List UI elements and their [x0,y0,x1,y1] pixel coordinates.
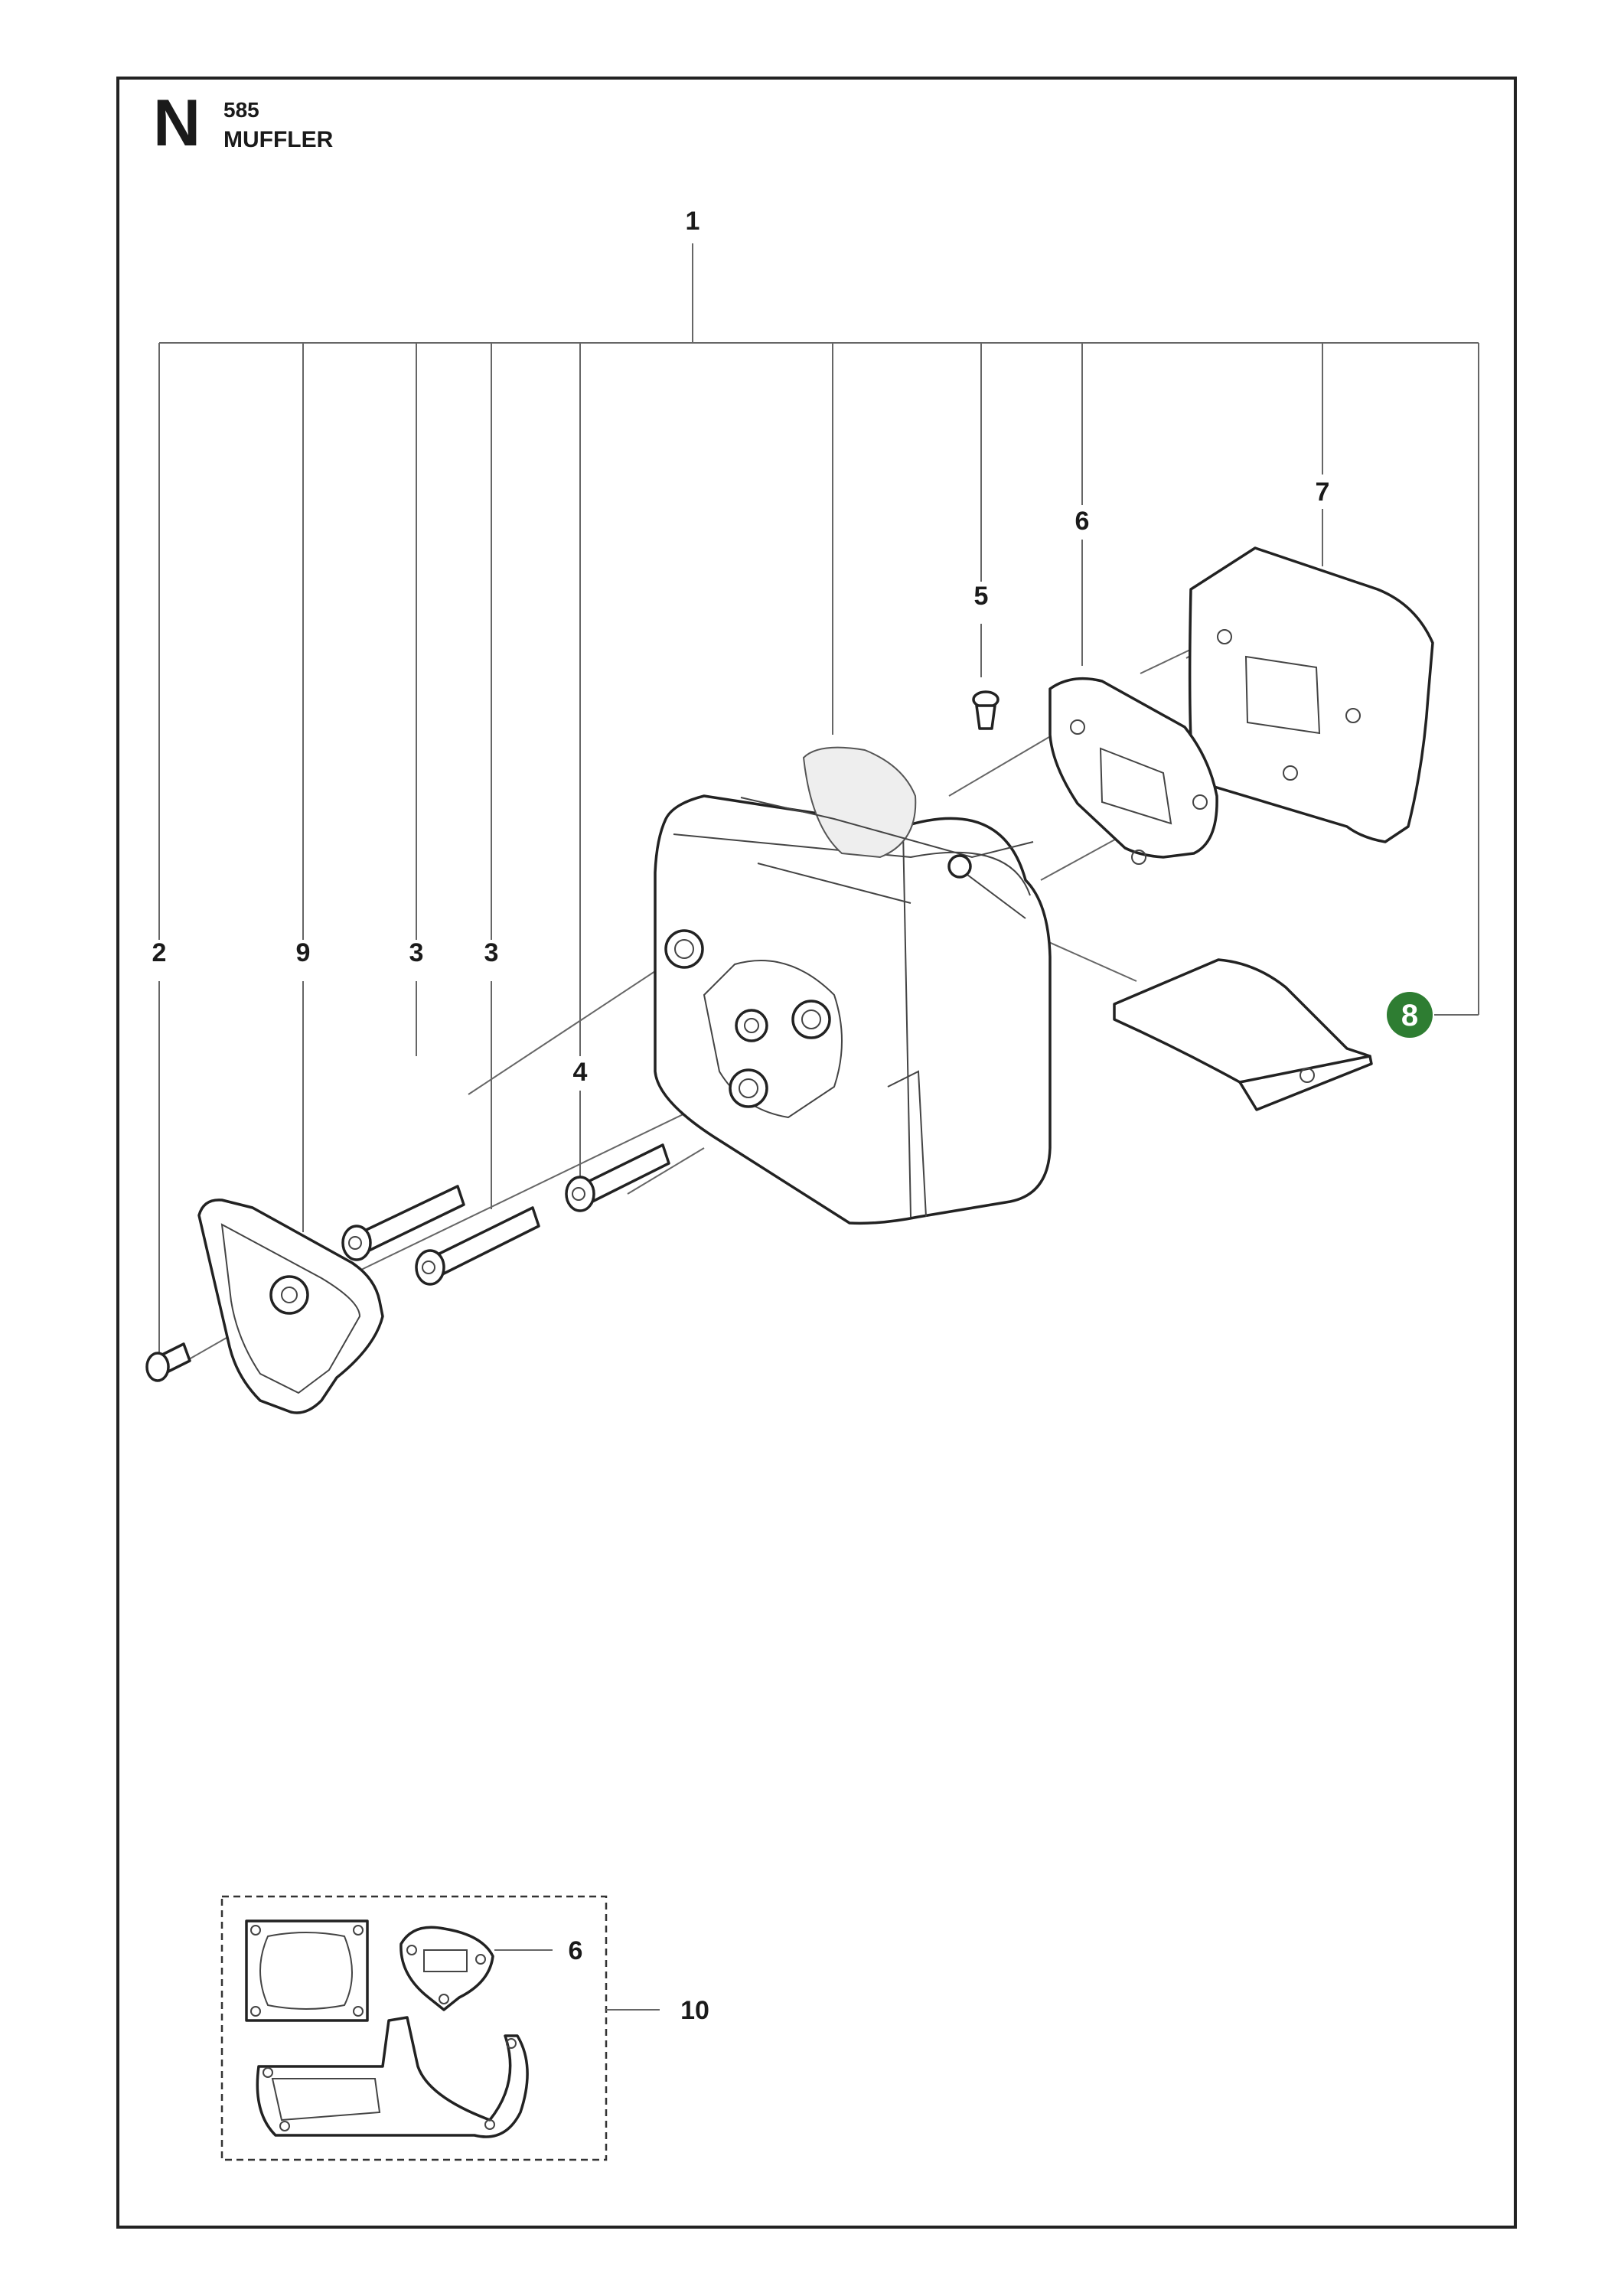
screw-5 [972,690,1000,730]
callout-4: 4 [573,1058,588,1087]
callout-10: 10 [680,1996,709,2025]
page-title: MUFFLER [223,127,334,152]
callout-6: 6 [1075,507,1090,536]
callout-8-badge [1387,992,1433,1038]
bolt-4 [565,1143,670,1212]
spark-arrestor-screen-8 [1113,958,1373,1111]
callout-8: 8 [1401,999,1418,1032]
callout-1: 1 [686,207,700,236]
section-letter: N [153,86,201,160]
bolt-3-lower [415,1206,540,1286]
muffler-bracket-9 [197,1199,384,1414]
page-frame [116,77,1517,2229]
bolt-3-upper [341,1185,465,1261]
screw-2 [145,1342,191,1382]
model-number: 585 [223,98,259,122]
callout-3a: 3 [409,938,424,967]
heat-shield-plate-7 [1188,546,1434,843]
callout-6-inset: 6 [569,1936,583,1965]
callout-9: 9 [296,938,311,967]
gasket-6 [1048,677,1218,865]
muffler-body [654,746,1052,1225]
callout-5: 5 [974,582,989,611]
callout-bracket-1 [158,243,1479,1056]
gasket-kit-inset [220,1895,660,2161]
callout-3b: 3 [484,938,499,967]
callout-7: 7 [1316,478,1330,507]
callout-2: 2 [152,938,167,967]
